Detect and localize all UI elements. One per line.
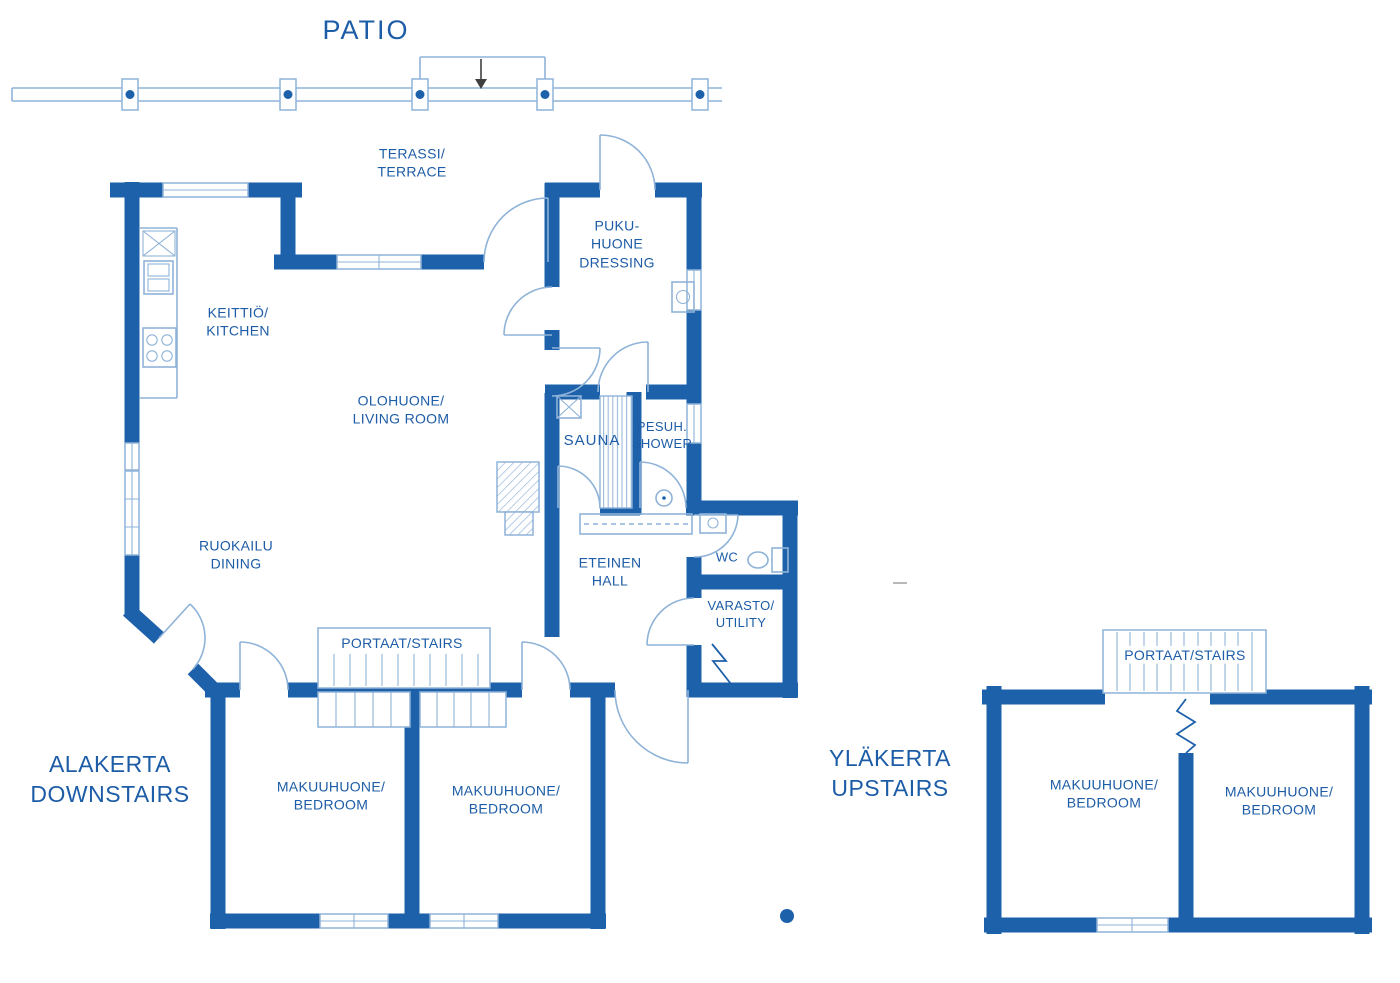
label-bedroom-1-downstairs: MAKUUHUONE/ BEDROOM: [276, 778, 386, 813]
sauna-heater-icon: [556, 395, 582, 419]
label-shower: PESUH. SHOWER: [631, 418, 693, 451]
bedroom-closets: [317, 691, 507, 728]
label-sauna: SAUNA: [563, 432, 621, 450]
stove-icon: [142, 327, 177, 368]
sauna-benches: [556, 395, 633, 509]
label-hall: ETEINEN HALL: [578, 554, 642, 589]
terrace-deck: [11, 56, 722, 102]
walls-layer: [110, 182, 1372, 934]
label-dressing-room: PUKU- HUONE DRESSING: [579, 217, 655, 271]
wc-fixtures: [699, 513, 789, 573]
label-kitchen: KEITTIÖ/ KITCHEN: [206, 304, 270, 339]
railing-break-icon: [1175, 698, 1197, 754]
label-bedroom-2-downstairs: MAKUUHUONE/ BEDROOM: [451, 782, 561, 817]
label-terrace: TERASSI/ TERRACE: [377, 145, 447, 180]
label-bedroom-2-upstairs: MAKUUHUONE/ BEDROOM: [1224, 783, 1334, 818]
toilet-icon: [747, 547, 789, 573]
label-living-room: OLOHUONE/ LIVING ROOM: [352, 392, 450, 427]
label-wc: WC: [715, 549, 739, 565]
title-upstairs: YLÄKERTA UPSTAIRS: [828, 745, 952, 801]
fridge-icon: [142, 230, 176, 257]
label-bedroom-1-upstairs: MAKUUHUONE/ BEDROOM: [1049, 776, 1159, 811]
label-stairs-upstairs: PORTAAT/STAIRS: [1121, 645, 1249, 665]
title-downstairs: ALAKERTA DOWNSTAIRS: [30, 751, 190, 807]
terrace-posts: [121, 78, 709, 111]
label-dining: RUOKAILU DINING: [199, 537, 273, 572]
plan-dot-mark: [780, 909, 794, 923]
utility-heater-icon: [711, 643, 732, 685]
label-utility: VARASTO/ UTILITY: [707, 597, 775, 630]
label-stairs-downstairs: PORTAAT/STAIRS: [338, 633, 466, 653]
hall-rack: [579, 513, 693, 535]
doors-layer: [158, 134, 739, 764]
label-patio: PATIO: [322, 15, 410, 46]
windows-layer: [124, 182, 1169, 933]
fireplace-icon: [496, 461, 540, 536]
kitchen-fixtures: [140, 227, 178, 399]
shower-icon: [655, 489, 673, 507]
wc-sink-icon: [699, 513, 727, 534]
sink-icon: [143, 260, 174, 295]
dressing-washbasin-icon: [671, 281, 695, 313]
